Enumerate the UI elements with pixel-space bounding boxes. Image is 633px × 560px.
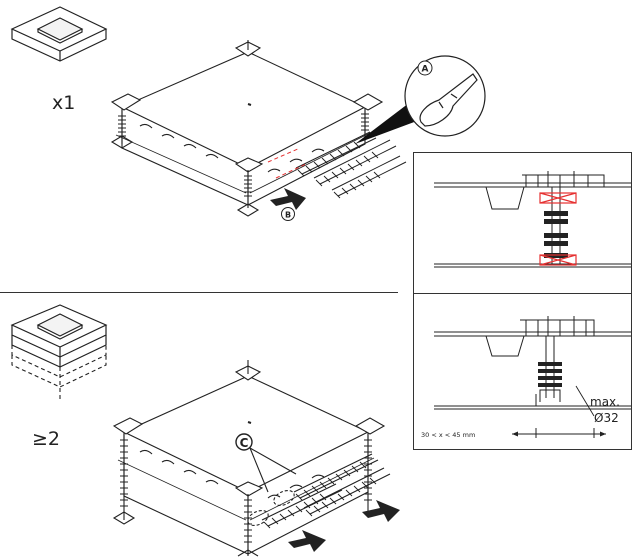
diameter-label: Ø32 (594, 411, 619, 425)
callout-c-label: C (240, 436, 249, 450)
detail-clamping-before (434, 171, 631, 268)
spacer-pad-single-icon (10, 6, 108, 62)
spacer-pad-stack-icon (10, 304, 108, 399)
callout-a-label: A (422, 65, 429, 75)
max-label: max. (590, 395, 620, 409)
detail-divider (414, 293, 631, 294)
cutter-tool-callout: A (355, 55, 486, 144)
junction-box-bottom-illustration: C (112, 360, 400, 557)
quantity-label-multiple: ≥2 (32, 428, 61, 450)
dimension-label: 30 < x < 45 mm (421, 431, 476, 439)
quantity-label-single: x1 (52, 92, 76, 114)
section-divider (0, 292, 398, 293)
detail-clamping-after (434, 316, 631, 438)
detail-panel: 30 < x < 45 mm max. Ø32 (413, 152, 632, 450)
junction-box-top-illustration: B (110, 40, 407, 221)
callout-b-label: B (285, 211, 291, 220)
